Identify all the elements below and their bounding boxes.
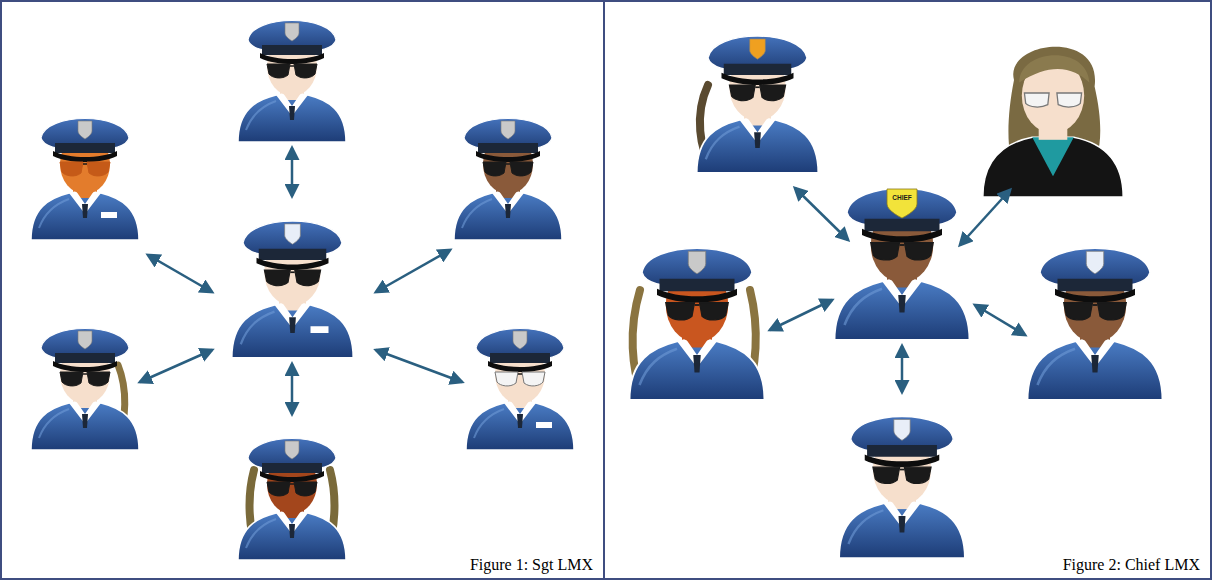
civilian-avatar	[983, 47, 1123, 197]
officer-avatar	[454, 119, 562, 241]
officer-avatar	[839, 417, 965, 558]
officer-avatar	[1028, 248, 1163, 400]
officer-avatar	[630, 248, 765, 400]
officer-avatar	[238, 439, 346, 561]
officer-avatar	[466, 329, 574, 451]
officer-avatar	[238, 21, 346, 143]
exchange-arrows	[770, 188, 1025, 392]
officer-avatar	[31, 119, 139, 241]
officer-avatar	[697, 36, 819, 173]
sergeant-group	[31, 21, 574, 561]
officer-avatar	[31, 329, 139, 451]
figure-caption: Figure 1: Sgt LMX	[468, 556, 595, 574]
exchange-arrows	[140, 148, 462, 414]
figure-caption: Figure 2: Chief LMX	[1061, 556, 1202, 574]
chief-badge	[887, 189, 917, 218]
sergeant-avatar	[232, 221, 354, 358]
chief-group	[630, 36, 1163, 558]
badge-label: CHIEF	[887, 195, 917, 202]
figure-panel: Figure 1: Sgt LMX	[0, 0, 605, 580]
chief-avatar	[835, 188, 970, 340]
figure-panel: Figure 2: Chief LMX	[603, 0, 1212, 580]
